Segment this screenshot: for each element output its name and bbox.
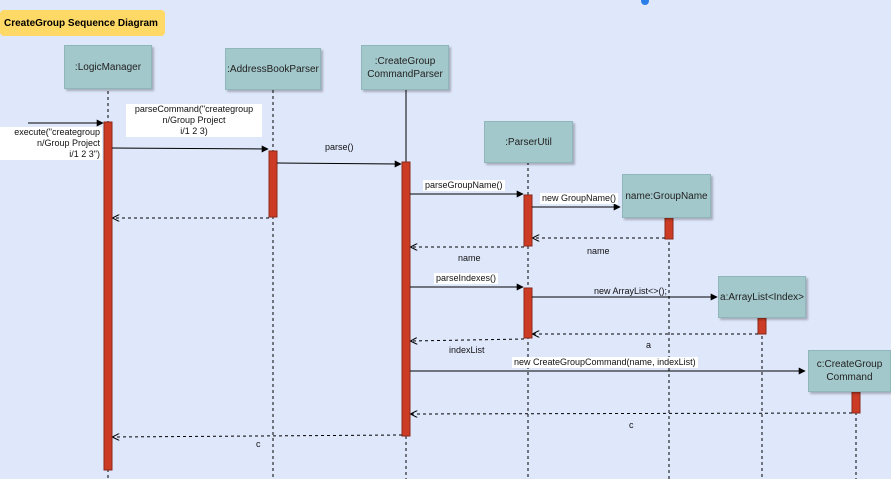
message-return-c-2: c	[256, 439, 261, 449]
message-parse-group-name: parseGroupName()	[423, 180, 505, 191]
message-new-create-group-command: new CreateGroupCommand(name, indexList)	[512, 357, 698, 368]
message-parse-command-line3: i/1 2 3)	[180, 126, 208, 136]
participant-command-label-line1: c:CreateGroup	[816, 359, 883, 370]
message-execute: execute("creategroup n/Group Project i/1…	[0, 127, 102, 160]
message-return-name-1: name	[587, 246, 610, 256]
participant-cgparser-label-line2: CommandParser	[367, 68, 443, 80]
activation-parser-util-2	[523, 287, 533, 339]
message-new-array-list: new ArrayList<>();	[594, 286, 668, 296]
activation-creategroup-command-parser	[401, 161, 411, 437]
participant-logic-manager[interactable]: :LogicManager	[64, 45, 152, 89]
message-return-index-list: indexList	[449, 345, 485, 355]
participant-group-name-label: name:GroupName	[625, 190, 708, 202]
participant-addressbook-parser[interactable]: :AddressBookParser	[225, 48, 321, 90]
message-parse: parse()	[325, 142, 354, 152]
participant-logic-manager-label: :LogicManager	[74, 61, 142, 73]
participant-parser-util-label: :ParserUtil	[505, 136, 552, 148]
participant-create-group-command[interactable]: c:CreateGroup Command	[808, 350, 891, 392]
diagram-title-text: CreateGroup Sequence Diagram	[4, 17, 158, 29]
return-util-to-cgparser-indexlist	[411, 339, 525, 341]
message-parse-command-line2: n/Group Project	[162, 115, 226, 125]
message-parse-indexes: parseIndexes()	[434, 273, 499, 284]
participant-addressbook-parser-label: :AddressBookParser	[227, 63, 319, 75]
activation-create-group-command	[851, 391, 861, 414]
selection-handle-dot	[641, 0, 649, 5]
activation-group-name	[664, 217, 674, 240]
activation-addressbook-parser	[268, 150, 278, 218]
participant-command-label-line2: Command	[826, 372, 873, 383]
message-return-a: a	[646, 340, 652, 350]
message-execute-line3: i/1 2 3")	[69, 149, 100, 159]
arrow-parse	[276, 160, 402, 168]
participant-group-name[interactable]: name:GroupName	[622, 174, 711, 218]
participant-cgparser-label-line1: :CreateGroup	[374, 55, 436, 67]
participant-array-list-label: a:ArrayList<Index>	[720, 291, 804, 303]
activation-logic-manager	[103, 121, 113, 471]
participant-array-list[interactable]: a:ArrayList<Index>	[718, 276, 806, 318]
message-parse-command: parseCommand("creategroup n/Group Projec…	[126, 104, 262, 137]
message-parse-command-line1: parseCommand("creategroup	[134, 104, 254, 114]
activation-parser-util-1	[523, 194, 533, 247]
return-cgparser-to-logic	[113, 435, 403, 437]
return-command-to-cgparser	[411, 413, 853, 414]
message-return-c-1: c	[629, 420, 634, 430]
participant-creategroup-command-parser[interactable]: :CreateGroup CommandParser	[361, 45, 449, 90]
arrow-parse-command	[111, 145, 269, 153]
message-execute-line1: execute("creategroup	[14, 127, 100, 137]
diagram-title: CreateGroup Sequence Diagram	[0, 10, 165, 36]
message-return-name-2: name	[458, 253, 481, 263]
message-new-group-name: new GroupName()	[540, 193, 619, 204]
participant-parser-util[interactable]: :ParserUtil	[484, 121, 573, 163]
activation-array-list	[757, 317, 767, 335]
message-execute-line2: n/Group Project	[36, 138, 100, 148]
